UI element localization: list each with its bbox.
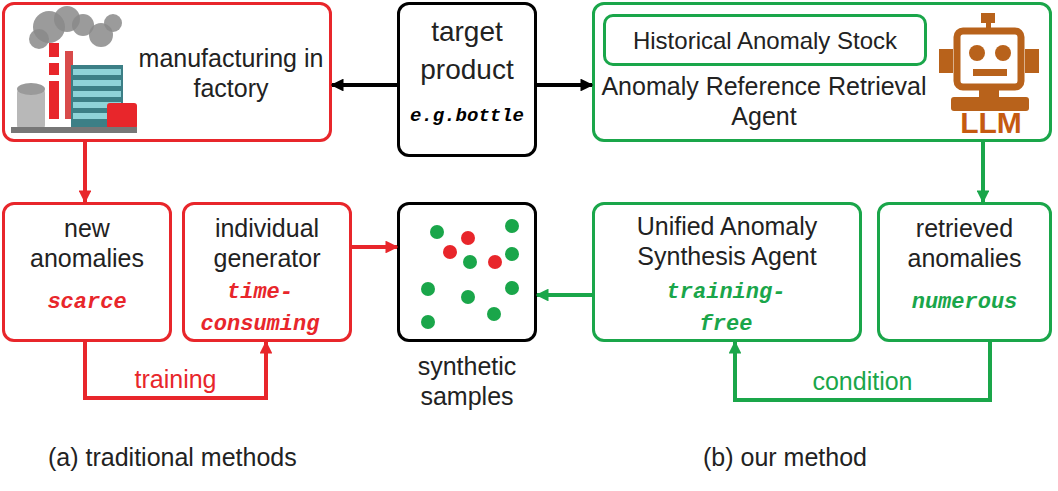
flow-arrow <box>332 83 397 87</box>
edge-label: condition <box>812 366 912 396</box>
flow-arrow <box>85 342 266 398</box>
property-note: training-free <box>655 277 797 341</box>
box-label: target product <box>400 13 534 89</box>
process-box: individual generatortime-consuming <box>182 202 352 342</box>
property-note: e.g.bottle <box>400 100 534 132</box>
panel-caption: (a) traditional methods <box>48 442 297 472</box>
property-note: numerous <box>880 287 1049 319</box>
process-box: Unified Anomaly Synthesis Agenttraining-… <box>592 202 862 342</box>
property-note: scarce <box>5 287 169 319</box>
process-box: retrieved anomalies numerous <box>877 202 1052 342</box>
box-label: synthetic samples <box>377 351 557 411</box>
flow-arrow <box>352 245 397 249</box>
box-label: individual generator <box>185 213 349 273</box>
box-label: LLM <box>935 108 1047 138</box>
flow-arrow <box>735 342 990 400</box>
flow-arrow <box>83 142 87 202</box>
box-label: manufacturing in factory <box>133 43 329 103</box>
box-label: Historical Anomaly Stock <box>606 26 924 56</box>
robot-icon <box>935 11 1045 113</box>
edge-label: training <box>135 364 217 394</box>
sample-dots <box>400 205 534 339</box>
box-label: Anomaly Reference Retrieval Agent <box>597 71 931 131</box>
box-label: new anomalies <box>5 213 169 273</box>
box-label: Unified Anomaly Synthesis Agent <box>595 211 859 271</box>
process-box: target product e.g.bottle <box>397 2 537 157</box>
panel-caption: (b) our method <box>703 442 867 472</box>
box-label: retrieved anomalies <box>880 213 1049 273</box>
process-box: Anomaly Reference Retrieval AgentLLM Hist… <box>592 2 1052 142</box>
flow-arrow <box>537 293 592 297</box>
flow-arrow <box>537 83 592 87</box>
property-note: time-consuming <box>185 277 335 341</box>
factory-illustration <box>9 5 139 139</box>
flow-arrow <box>981 142 985 202</box>
process-box: synthetic samples <box>397 202 537 342</box>
process-box: Historical Anomaly Stock <box>603 14 927 66</box>
process-box: new anomalies scarce <box>2 202 172 342</box>
process-box: manufacturing in factory <box>2 2 332 142</box>
